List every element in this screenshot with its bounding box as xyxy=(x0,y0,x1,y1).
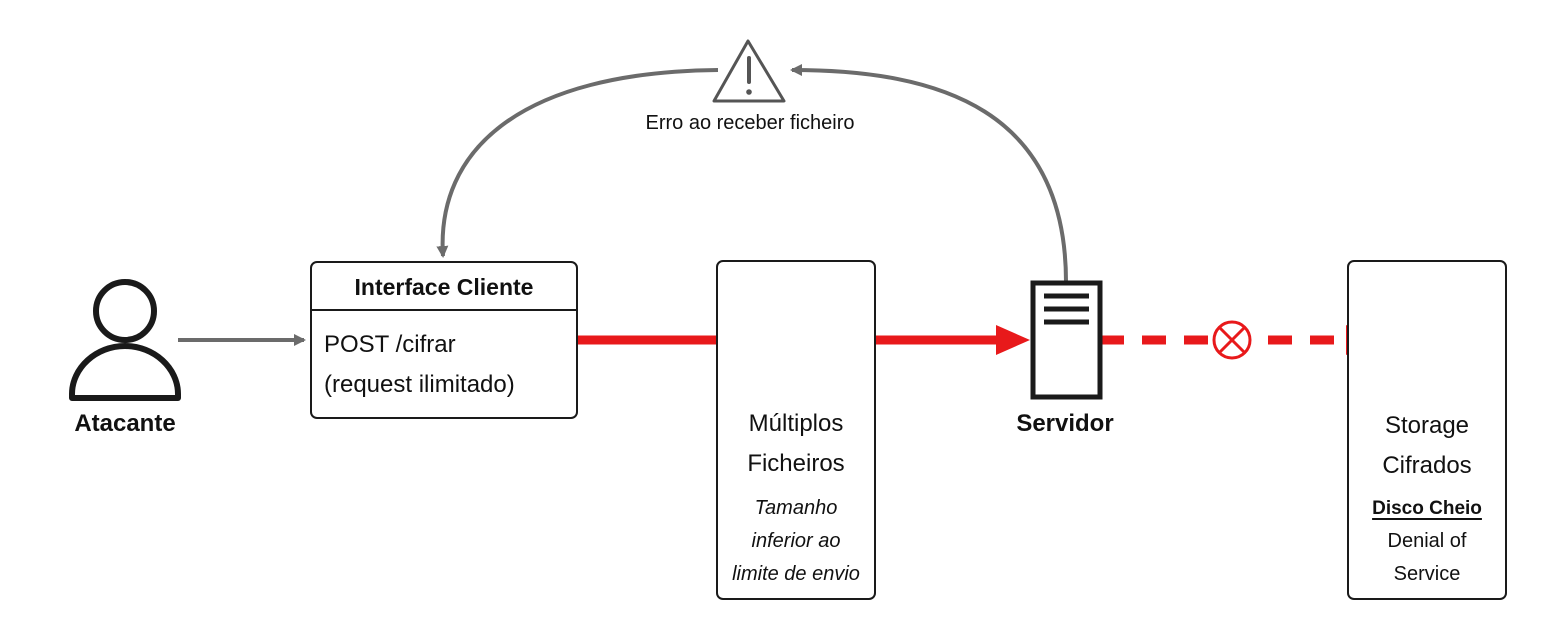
user-icon xyxy=(69,279,181,401)
storage-box xyxy=(1347,260,1507,600)
storage-label-line2: Cifrados xyxy=(1382,452,1472,479)
files-note-line2: inferior ao xyxy=(751,530,841,552)
storage-effect-line2: Service xyxy=(1393,563,1461,585)
error-return-arrow xyxy=(790,64,1068,283)
error-return-arrow-to-client xyxy=(436,68,719,258)
files-label-line1: Múltiplos xyxy=(748,410,844,437)
storage-label-line1: Storage xyxy=(1384,412,1470,439)
attacker-label: Atacante xyxy=(74,410,176,437)
server-label: Servidor xyxy=(1016,410,1114,437)
files-note-line3: limite de envio xyxy=(732,563,860,585)
files-label-line2: Ficheiros xyxy=(747,450,845,477)
storage-status: Disco Cheio xyxy=(1372,498,1482,519)
storage-effect-line1: Denial of xyxy=(1387,530,1467,552)
blocked-icon xyxy=(1212,320,1252,360)
files-to-server-arrowhead xyxy=(996,325,1030,355)
client-interface-box: Interface Cliente POST /cifrar (request … xyxy=(310,261,578,419)
warning-icon xyxy=(712,39,786,103)
files-note-line1: Tamanho xyxy=(754,497,838,519)
files-box xyxy=(716,260,876,600)
server-icon xyxy=(1030,280,1103,400)
error-label: Erro ao receber ficheiro xyxy=(645,112,855,134)
client-request-endpoint: POST /cifrar xyxy=(324,331,456,358)
client-request-note: (request ilimitado) xyxy=(324,371,515,398)
client-interface-title: Interface Cliente xyxy=(312,263,576,311)
